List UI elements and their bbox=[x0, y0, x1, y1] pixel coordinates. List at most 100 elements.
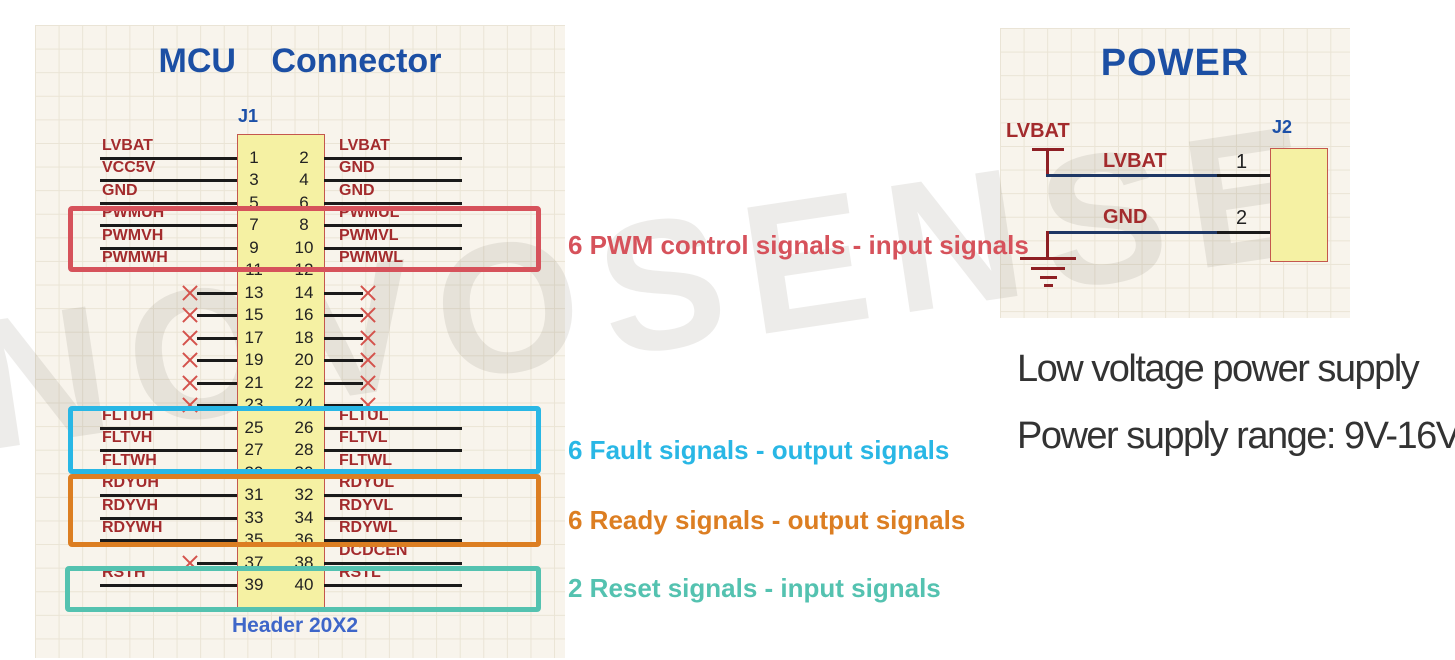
no-connect-x-icon bbox=[359, 329, 377, 347]
net-label-left: PWMVH bbox=[102, 227, 164, 244]
net-label-gnd: GND bbox=[1103, 206, 1148, 228]
net-label-right: GND bbox=[339, 182, 375, 199]
net-label-left: FLTUH bbox=[102, 407, 154, 424]
pin-wire-right bbox=[324, 224, 462, 227]
pin-wire-right bbox=[324, 427, 462, 430]
mcu-connector-title: MCU Connector bbox=[158, 42, 442, 80]
pin-number: 39 bbox=[244, 575, 264, 594]
net-label-left: RDYVH bbox=[102, 497, 159, 514]
no-connect-x-icon bbox=[359, 351, 377, 369]
net-label-right: FLTUL bbox=[339, 407, 389, 424]
net-label-left: PWMWH bbox=[102, 249, 168, 266]
pin-number: 21 bbox=[244, 373, 264, 392]
pin-wire-left-nc bbox=[197, 562, 237, 565]
pin-number: 9 bbox=[249, 238, 259, 257]
net-label-left: VCC5V bbox=[102, 159, 156, 176]
pin-number: 3 bbox=[249, 170, 259, 189]
net-label-right: LVBAT bbox=[339, 137, 390, 154]
pin-wire-left bbox=[100, 157, 237, 160]
fault-annotation: 6 Fault signals - output signals bbox=[568, 435, 950, 465]
no-connect-x-icon bbox=[181, 329, 199, 347]
power-note-line1: Low voltage power supply bbox=[1017, 348, 1420, 390]
pin-wire-right-nc bbox=[324, 314, 363, 317]
no-connect-x-icon bbox=[359, 306, 377, 324]
pin-number: 40 bbox=[294, 575, 314, 594]
footprint-label: Header 20X2 bbox=[231, 614, 359, 637]
net-label-right: PWMVL bbox=[339, 227, 399, 244]
pin-number: 31 bbox=[244, 485, 264, 504]
pin-wire-right bbox=[324, 539, 462, 542]
power-title: POWER bbox=[1100, 42, 1250, 84]
pin-wire-right-nc bbox=[324, 337, 363, 340]
pin-number: 4 bbox=[299, 170, 309, 189]
pin-wire-left bbox=[100, 202, 237, 205]
pin-wire-right-nc bbox=[324, 359, 363, 362]
power-port-stem bbox=[1046, 148, 1049, 176]
pin-number: 15 bbox=[244, 305, 264, 324]
net-label-right: PWMWL bbox=[339, 249, 403, 266]
pin-number: 18 bbox=[294, 328, 314, 347]
net-label-left: FLTWH bbox=[102, 452, 157, 469]
pin-wire-right bbox=[324, 202, 462, 205]
pin-number: 25 bbox=[244, 418, 264, 437]
j2-pin-number-2: 2 bbox=[1236, 207, 1248, 229]
pin-number: 6 bbox=[299, 193, 309, 212]
pin-number: 8 bbox=[299, 215, 309, 234]
pin-wire-right bbox=[324, 562, 462, 565]
pin-wire-right bbox=[324, 584, 462, 587]
pin-wire-left bbox=[100, 449, 237, 452]
pwm-annotation: 6 PWM control signals - input signals bbox=[568, 230, 1029, 260]
pin-wire-right-nc bbox=[324, 292, 363, 295]
reset-highlight-box bbox=[65, 566, 541, 612]
pin-wire-left bbox=[100, 539, 237, 542]
j2-pin1-stub bbox=[1217, 174, 1270, 177]
pin-number: 27 bbox=[244, 440, 264, 459]
net-label-right: FLTVL bbox=[339, 429, 388, 446]
pin-number: 10 bbox=[294, 238, 314, 257]
pin-number: 22 bbox=[294, 373, 314, 392]
net-label-left: RDYWH bbox=[102, 519, 163, 536]
pin-wire-right bbox=[324, 517, 462, 520]
pin-wire-right bbox=[324, 449, 462, 452]
pin-number: 32 bbox=[294, 485, 314, 504]
ready-annotation: 6 Ready signals - output signals bbox=[568, 505, 966, 535]
ground-bar-2 bbox=[1031, 267, 1065, 270]
pin-number: 7 bbox=[249, 215, 259, 234]
fault-highlight-box bbox=[68, 406, 541, 474]
j2-pin2-stub bbox=[1217, 231, 1270, 234]
pin-wire-left bbox=[100, 584, 237, 587]
pin-number: 26 bbox=[294, 418, 314, 437]
no-connect-x-icon bbox=[181, 374, 199, 392]
reset-annotation: 2 Reset signals - input signals bbox=[568, 573, 941, 603]
pin-wire-left-nc bbox=[197, 292, 237, 295]
lvbat-power-port-label: LVBAT bbox=[1006, 120, 1070, 142]
net-label-left: LVBAT bbox=[102, 137, 153, 154]
pin-wire-right bbox=[324, 494, 462, 497]
pin-number: 19 bbox=[244, 350, 264, 369]
pin-number: 17 bbox=[244, 328, 264, 347]
net-label-right: RDYWL bbox=[339, 519, 398, 536]
lvbat-wire bbox=[1046, 174, 1217, 177]
pin-wire-left bbox=[100, 247, 237, 250]
pin-number: 2 bbox=[299, 148, 309, 167]
no-connect-x-icon bbox=[181, 306, 199, 324]
no-connect-x-icon bbox=[181, 284, 199, 302]
net-label-left: FLTVH bbox=[102, 429, 153, 446]
j2-designator: J2 bbox=[1272, 117, 1293, 137]
pin-number: 14 bbox=[294, 283, 314, 302]
pin-number: 34 bbox=[294, 508, 314, 527]
pin-number: 33 bbox=[244, 508, 264, 527]
pin-wire-left-nc bbox=[197, 382, 237, 385]
ground-bar-1 bbox=[1020, 257, 1076, 260]
net-label-right: FLTWL bbox=[339, 452, 393, 469]
pwm-highlight-box bbox=[68, 206, 541, 272]
pin-wire-left-nc bbox=[197, 337, 237, 340]
pin-wire-left bbox=[100, 427, 237, 430]
gnd-wire bbox=[1046, 231, 1217, 234]
j1-designator: J1 bbox=[238, 106, 259, 126]
pin-wire-left bbox=[100, 179, 237, 182]
j1-connector-body bbox=[237, 134, 325, 608]
pin-wire-left bbox=[100, 224, 237, 227]
